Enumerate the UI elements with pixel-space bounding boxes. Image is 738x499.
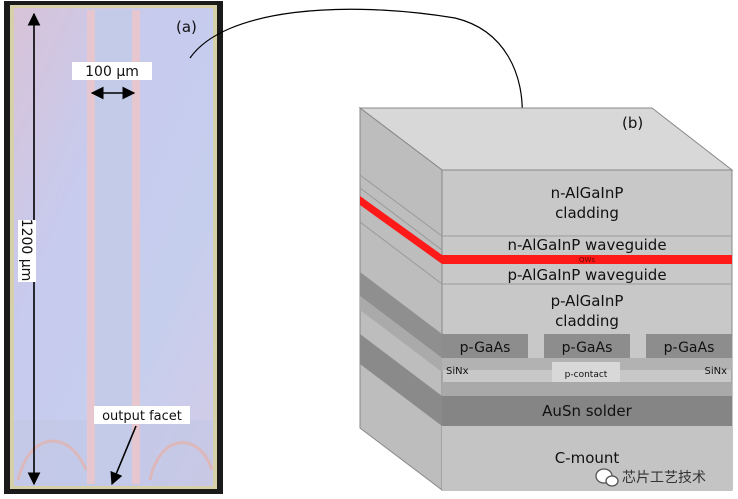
cap-block-right — [646, 334, 732, 358]
cap-label-right: p-GaAs — [664, 340, 715, 356]
connector-arrow — [189, 8, 528, 121]
interference-fringe — [16, 439, 88, 481]
ridge-stripe-right — [132, 10, 140, 484]
facet-label-bg — [94, 406, 190, 424]
side-solder-layer — [360, 334, 442, 426]
length-label-group: 1200 μm — [18, 219, 36, 282]
cap-block-center — [544, 334, 630, 358]
cap-label-left: p-GaAs — [460, 340, 511, 356]
wechat-icon — [595, 468, 619, 487]
sinx-label-right: SiNx — [704, 366, 727, 377]
cap-label-center: p-GaAs — [562, 340, 613, 356]
n-cladding-label-2: cladding — [555, 204, 619, 222]
width-label-bg — [72, 62, 152, 80]
contact-metal-layer — [442, 382, 732, 396]
panel-a: 1200 μm 100 μm output facet — [4, 1, 223, 494]
interference-fringe — [148, 441, 214, 481]
facet-arrow — [110, 425, 137, 486]
panel-a-tag: (a) — [176, 18, 197, 36]
p-cladding-label-1: p-AlGaInP — [551, 292, 624, 310]
width-label: 100 μm — [85, 64, 139, 80]
watermark: 芯片工艺技术 — [595, 468, 706, 487]
side-boundary — [359, 221, 443, 285]
mount-layer — [442, 426, 732, 490]
length-label-bg — [18, 220, 36, 282]
panel-b-tag: (b) — [622, 114, 643, 132]
length-label: 1200 μm — [18, 219, 34, 282]
p-contact-label: p-contact — [565, 370, 608, 380]
sinx-label-left: SiNx — [446, 366, 469, 377]
solder-layer — [442, 396, 732, 426]
n-cladding-label-1: n-AlGaInP — [551, 184, 624, 202]
solder-label: AuSn solder — [542, 402, 632, 420]
p-contact-pad — [552, 362, 620, 382]
side-boundary — [359, 174, 443, 237]
facet-label: output facet — [102, 409, 182, 424]
p-cladding-label-2: cladding — [555, 312, 619, 330]
n-waveguide-label: n-AlGaInP waveguide — [507, 236, 666, 254]
panel-b: n-AlGaInP cladding n-AlGaInP waveguide Q… — [358, 106, 734, 492]
cap-block-left — [442, 334, 528, 358]
watermark-text: 芯片工艺技术 — [622, 470, 706, 486]
qws-label: QWs — [579, 256, 595, 264]
qw-line-front — [442, 255, 732, 264]
side-cap-layer — [360, 272, 442, 358]
side-boundary — [359, 187, 443, 251]
side-sinx-layer — [360, 296, 442, 372]
ridge-stripe-left — [87, 10, 95, 484]
p-waveguide-label: p-AlGaInP waveguide — [507, 266, 666, 284]
qw-line-side — [360, 196, 442, 264]
mount-label: C-mount — [555, 449, 620, 467]
